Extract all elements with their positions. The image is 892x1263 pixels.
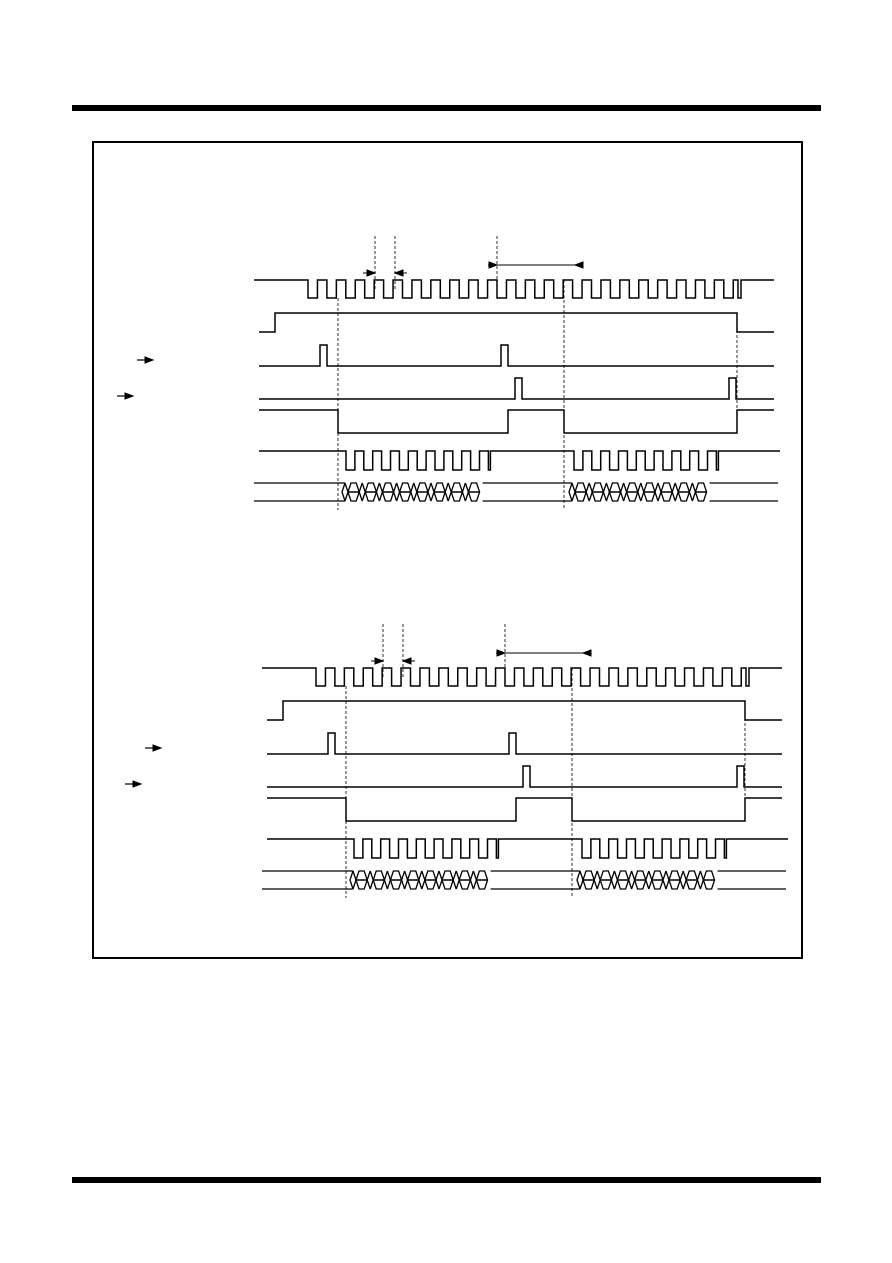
pulse-a-waveform — [259, 344, 774, 367]
enable-waveform — [259, 312, 774, 333]
data-bus-transition — [400, 870, 409, 890]
data-bus-transition — [444, 482, 452, 502]
pulse-a-arrow-icon — [144, 356, 155, 364]
data-bus-transition — [358, 482, 366, 502]
data-bus-transition — [671, 482, 679, 502]
data-bus-transition — [627, 870, 636, 890]
data-bus-transition — [341, 482, 349, 502]
data-bus-transition — [602, 482, 611, 502]
data-bus-transition — [418, 870, 426, 890]
data-bus-transition — [461, 482, 470, 502]
data-bus-data-cell — [694, 482, 708, 502]
timing-diagram-1 — [117, 236, 780, 510]
data-bus-transition — [654, 482, 662, 502]
data-bus-transition — [619, 482, 628, 502]
data-bus-transition — [392, 482, 401, 502]
data-bus-transition — [452, 870, 460, 890]
pulse-b-waveform — [267, 765, 782, 788]
span-arrow-head-right — [488, 261, 499, 269]
clock-waveform — [262, 667, 782, 687]
data-bus-transition — [593, 870, 601, 890]
period-arrow-head-right — [374, 657, 385, 665]
pulse-b-arrow-icon — [124, 392, 135, 400]
select-waveform — [267, 797, 782, 822]
header-rule — [72, 105, 821, 111]
data-bus-data-cell — [467, 482, 481, 502]
data-bus-transition — [696, 870, 705, 890]
data-bus-transition — [410, 482, 418, 502]
data-bus-transition — [427, 482, 435, 502]
data-bus-transition — [610, 870, 619, 890]
data-bus-transition — [383, 870, 392, 890]
pulse-a-waveform — [267, 732, 782, 755]
span-arrow-head-left — [573, 261, 584, 269]
data-bus-transition — [637, 482, 645, 502]
figure-frame — [92, 141, 803, 959]
clock-waveform — [254, 279, 774, 299]
span-arrow-head-right — [496, 649, 507, 657]
burst-clock-waveform — [267, 838, 788, 859]
pulse-b-waveform — [259, 377, 774, 400]
data-bus-transition — [366, 870, 374, 890]
period-arrow-head-right — [366, 269, 377, 277]
data-bus-transition — [349, 870, 357, 890]
burst-clock-waveform — [259, 450, 780, 471]
select-waveform — [259, 409, 774, 434]
timing-diagram-2 — [125, 624, 788, 898]
data-bus-transition — [645, 870, 653, 890]
data-bus-transition — [662, 870, 670, 890]
data-bus-data-cell — [475, 870, 489, 890]
data-bus-transition — [576, 870, 584, 890]
data-bus-transition — [568, 482, 576, 502]
data-bus-transition — [469, 870, 478, 890]
enable-waveform — [267, 700, 782, 721]
data-bus-transition — [688, 482, 697, 502]
data-bus-transition — [585, 482, 593, 502]
span-arrow-head-left — [581, 649, 592, 657]
data-bus-transition — [375, 482, 384, 502]
data-bus-transition — [435, 870, 443, 890]
period-arrow-head-left — [401, 657, 412, 665]
footer-rule — [72, 1177, 821, 1183]
pulse-a-arrow-icon — [152, 744, 163, 752]
period-arrow-head-left — [393, 269, 404, 277]
data-bus-data-cell — [702, 870, 716, 890]
pulse-b-arrow-icon — [132, 780, 143, 788]
data-bus-transition — [679, 870, 687, 890]
